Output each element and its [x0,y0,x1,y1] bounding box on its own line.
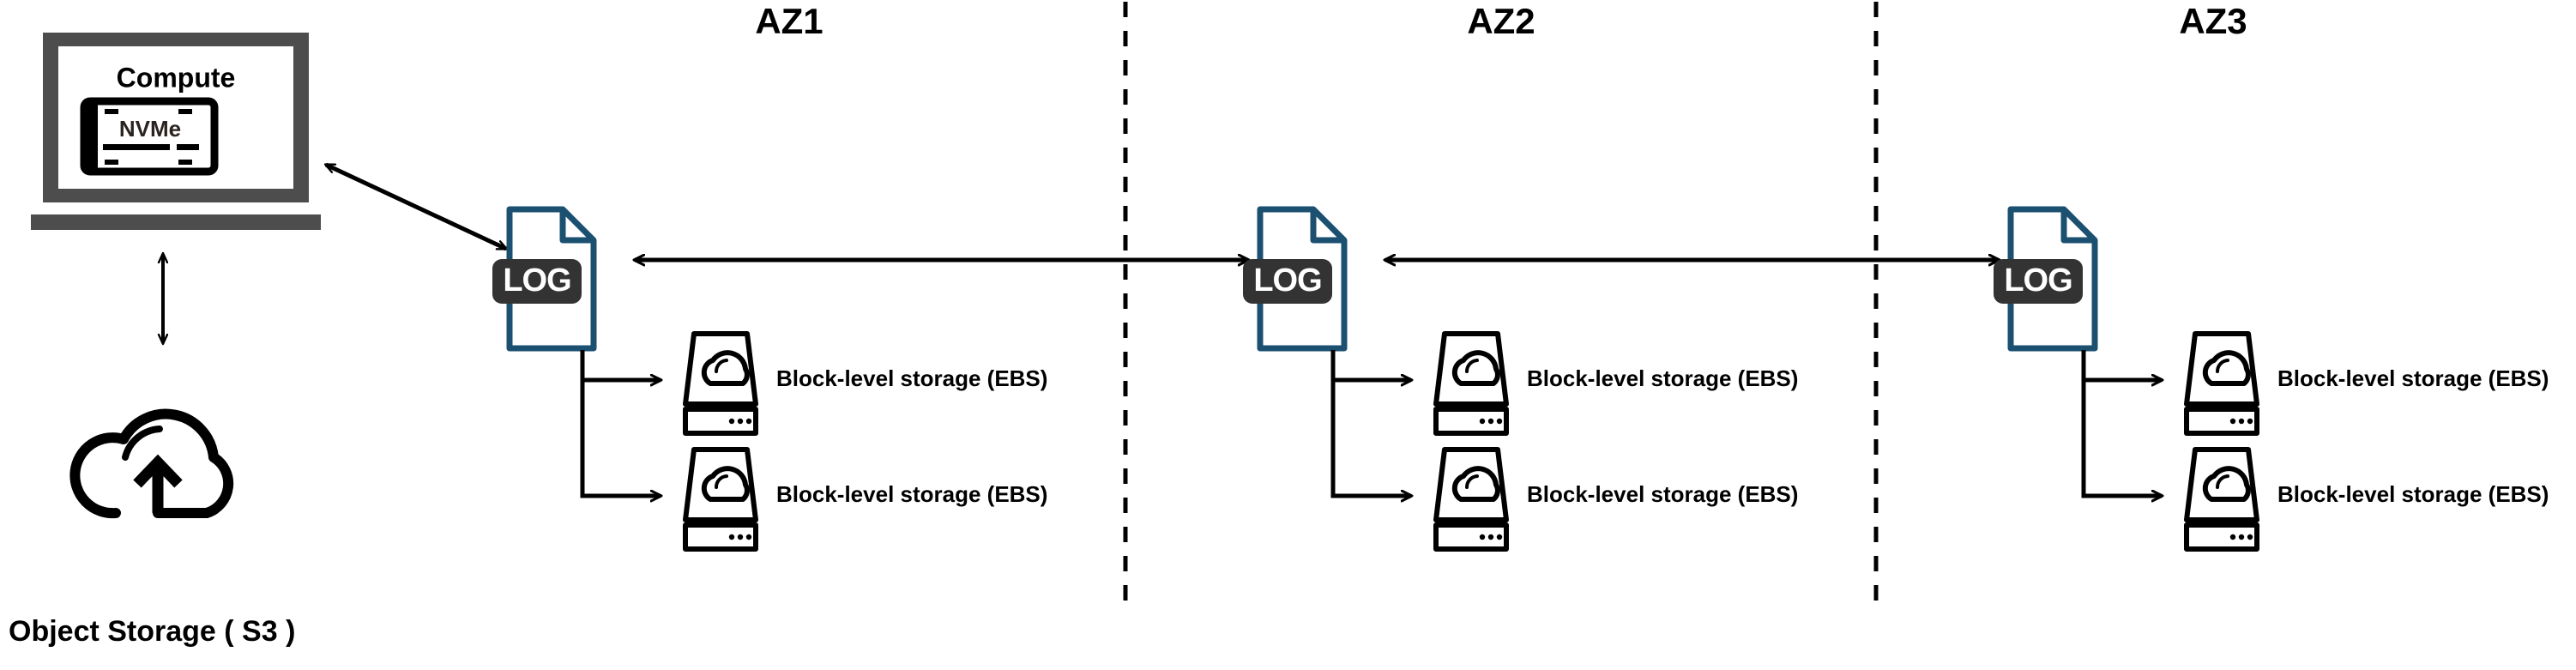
az1-title: AZ1 [755,1,823,41]
object-storage-label: Object Storage ( S3 ) [9,615,295,648]
az2-ebs-2-label: Block-level storage (EBS) [1527,481,1798,507]
az1-ebs-2-label: Block-level storage (EBS) [776,481,1047,507]
az2-ebs-2: Block-level storage (EBS) [1436,450,1798,549]
compute-to-az1-log-arrow [326,162,506,251]
az2-log-to-ebs1-connector [1330,350,1411,380]
az3-log-to-ebs1-connector [2081,350,2162,380]
az3-log-label: LOG [2004,263,2072,299]
compute-node: Compute NVMe [31,33,321,230]
compute-label: Compute [117,62,236,93]
az2-ebs-1-label: Block-level storage (EBS) [1527,365,1798,391]
az3-title: AZ3 [2179,1,2247,41]
az1-log-label: LOG [503,263,570,299]
az3-log-node: LOG [1994,209,2095,348]
laptop-base [31,214,321,230]
az3-ebs-1: Block-level storage (EBS) [2187,334,2549,433]
az2-group: LOG Block-level storage (EBS) Block-leve… [1243,209,1798,549]
cloud-upload-icon [69,408,234,519]
az3-ebs-2-label: Block-level storage (EBS) [2277,481,2549,507]
object-storage-node: Object Storage ( S3 ) [9,408,295,648]
az1-ebs-1-label: Block-level storage (EBS) [776,365,1047,391]
az1-ebs-1: Block-level storage (EBS) [685,334,1047,433]
az3-ebs-1-label: Block-level storage (EBS) [2277,365,2549,391]
nvme-label: NVMe [119,116,181,142]
az3-group: LOG Block-level storage (EBS) Block-leve… [1994,209,2549,549]
nvme-drive-icon: NVMe [80,97,219,176]
az2-log-node: LOG [1243,209,1344,348]
az1-ebs-2: Block-level storage (EBS) [685,450,1047,549]
az2-log-to-ebs2-connector [1330,380,1411,496]
az1-log-to-ebs1-connector [580,350,661,380]
az1-group: LOG Block-level storage (EBS) Block-leve… [492,209,1047,549]
az1-log-node: LOG [492,209,594,348]
az3-ebs-2: Block-level storage (EBS) [2187,450,2549,549]
az1-log-to-ebs2-connector [580,380,661,496]
az2-log-label: LOG [1253,263,1321,299]
az3-log-to-ebs2-connector [2081,380,2162,496]
az2-title: AZ2 [1467,1,1535,41]
az2-ebs-1: Block-level storage (EBS) [1436,334,1798,433]
